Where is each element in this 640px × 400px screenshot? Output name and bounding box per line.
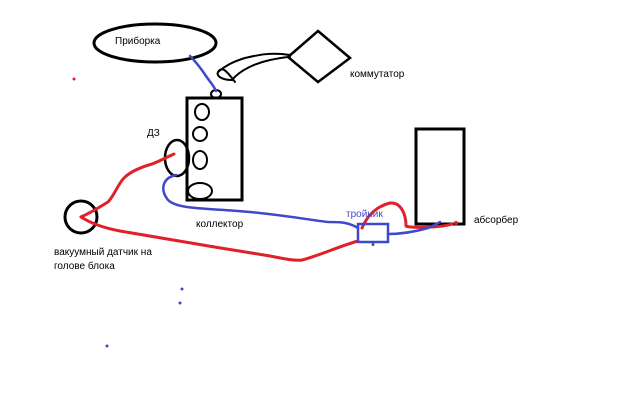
absorber-rect xyxy=(414,127,466,226)
black-wire-branch xyxy=(217,52,291,73)
stray-dot xyxy=(180,287,184,291)
red-hose-to-absorber xyxy=(360,201,454,230)
vacuum-sensor-circle xyxy=(63,199,99,235)
stray-dot xyxy=(105,344,109,348)
red-hose-to-dz xyxy=(79,152,176,219)
absorber-label: абсорбер xyxy=(474,215,519,226)
stray-dot xyxy=(72,77,76,81)
vacuum-sensor-label-line1: вакуумный датчик на xyxy=(54,247,152,258)
priborka-ellipse xyxy=(92,22,218,64)
kollektor-port-4 xyxy=(187,182,213,200)
kollektor-port-3 xyxy=(192,150,208,170)
black-wire-to-kommutator xyxy=(231,56,291,81)
blue-hose-to-troynik xyxy=(162,173,360,230)
kollektor-port-1 xyxy=(194,103,210,121)
vacuum-sensor-label-line2: голове блока xyxy=(54,261,115,272)
absorber-end-dot xyxy=(454,221,458,225)
kommutator-diamond xyxy=(286,29,353,84)
blue-wire-priborka xyxy=(188,54,218,93)
kommutator-label: коммутатор xyxy=(350,69,405,80)
priborka-label: Приборка xyxy=(115,36,161,47)
red-hose-to-troynik xyxy=(79,215,360,262)
kollektor-label: коллектор xyxy=(196,219,244,230)
troynik-label: тройник xyxy=(346,209,383,220)
dz-label: ДЗ xyxy=(147,128,160,139)
stray-dot xyxy=(178,301,182,305)
blue-hose-to-absorber xyxy=(386,220,442,236)
kollektor-port-2 xyxy=(192,126,208,142)
